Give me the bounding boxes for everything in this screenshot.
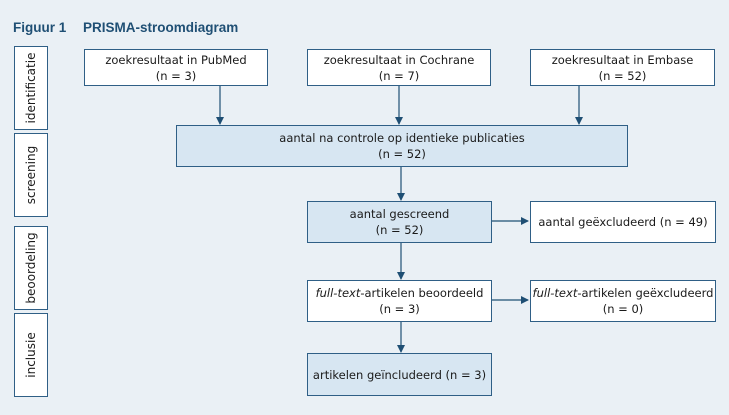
box-fulltext-rest: -artikelen beoordeeld (360, 286, 484, 300)
box-included-label: artikelen geïncludeerd (n = 3) (312, 367, 487, 382)
box-pubmed-count: (n = 3) (155, 68, 197, 83)
box-screened-label: aantal gescreend (349, 207, 450, 221)
box-cochrane-count: (n = 7) (378, 68, 420, 83)
box-screened-count: (n = 52) (375, 223, 424, 237)
stage-beoordeling: beoordeling (14, 226, 48, 310)
box-cochrane-label: zoekresultaat in Cochrane (323, 52, 475, 67)
box-included: artikelen geïncludeerd (n = 3) (307, 353, 492, 396)
figure-label: Figuur 1 (13, 20, 67, 35)
stage-inclusie: inclusie (14, 313, 48, 397)
box-pubmed-label: zoekresultaat in PubMed (105, 52, 247, 67)
box-screened: aantal gescreend (n = 52) (307, 201, 492, 243)
box-dedup-label: aantal na controle op identieke publicat… (279, 131, 525, 145)
box-cochrane: zoekresultaat in Cochrane (n = 7) (307, 49, 491, 86)
stage-screening: screening (14, 133, 48, 217)
box-fulltext: full-text-artikelen beoordeeld (n = 3) (307, 280, 492, 322)
box-embase-count: (n = 52) (598, 68, 647, 83)
box-excluded-fulltext-count: (n = 0) (602, 302, 644, 316)
box-dedup: aantal na controle op identieke publicat… (176, 125, 628, 167)
box-dedup-count: (n = 52) (378, 147, 426, 161)
italic-term: full-text (532, 286, 578, 300)
box-excluded-fulltext-rest: -artikelen geëxcludeerd (577, 286, 714, 300)
box-excluded-screen-label: aantal geëxcludeerd (n = 49) (538, 215, 708, 229)
box-excluded-fulltext-label: full-text-artikelen geëxcludeerd (533, 285, 714, 301)
italic-term: full-text (315, 286, 361, 300)
box-embase-label: zoekresultaat in Embase (551, 52, 694, 67)
box-pubmed: zoekresultaat in PubMed (n = 3) (84, 49, 268, 86)
box-excluded-fulltext: full-text-artikelen geëxcludeerd (n = 0) (530, 280, 716, 322)
box-fulltext-label: full-text-artikelen beoordeeld (316, 285, 484, 301)
box-embase: zoekresultaat in Embase (n = 52) (530, 49, 715, 86)
box-excluded-screen: aantal geëxcludeerd (n = 49) (530, 201, 716, 243)
figure-title: PRISMA-stroomdiagram (83, 20, 239, 35)
stage-identificatie: identificatie (14, 46, 48, 130)
box-fulltext-count: (n = 3) (379, 302, 420, 316)
